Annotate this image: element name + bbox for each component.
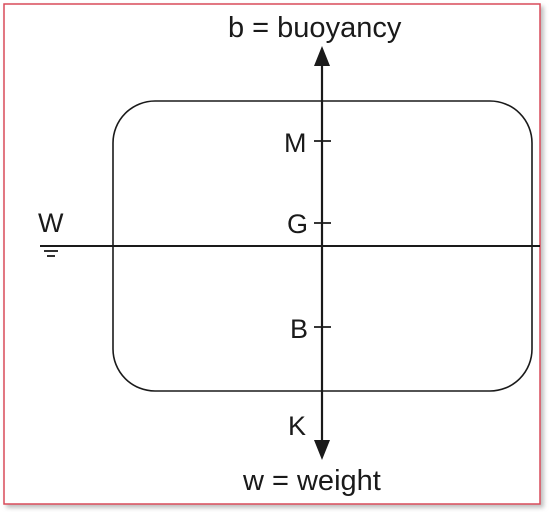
weight-arrowhead-icon [314, 440, 330, 460]
label-k: K [288, 411, 306, 441]
waterline-symbol-icon [40, 245, 62, 257]
label-g: G [287, 209, 308, 239]
waterline-label: W [38, 208, 64, 238]
buoyancy-arrowhead-icon [314, 46, 330, 66]
label-b: B [290, 314, 308, 344]
weight-label: w = weight [242, 465, 381, 497]
frame-border [3, 3, 541, 505]
label-m: M [284, 128, 307, 158]
buoyancy-label: b = buoyancy [228, 12, 402, 44]
